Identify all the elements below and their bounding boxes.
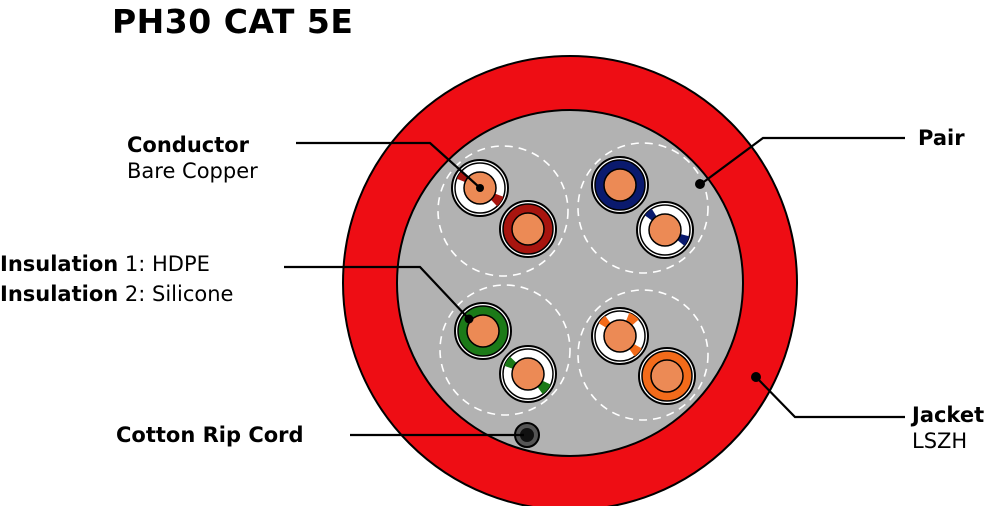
pair-boundary bbox=[577, 289, 709, 421]
dot-jacket bbox=[751, 372, 761, 382]
jacket-value: LSZH bbox=[912, 429, 968, 453]
pair-green bbox=[454, 302, 557, 403]
pair-boundary bbox=[439, 284, 571, 416]
dot-insulation bbox=[464, 314, 474, 324]
leader-pair bbox=[700, 136, 905, 185]
wire-brown bbox=[499, 200, 557, 258]
conductor-value: Bare Copper bbox=[127, 159, 258, 183]
jacket-label: Jacket LSZH bbox=[912, 402, 984, 454]
pair-boundary bbox=[577, 142, 709, 274]
jacket-name: Jacket bbox=[912, 403, 985, 427]
leader-lines bbox=[284, 136, 905, 437]
insulation-2-name: Insulation bbox=[0, 282, 119, 306]
pair-orange bbox=[591, 307, 696, 405]
pair-label: Pair bbox=[918, 126, 965, 150]
insulation-2-label: Insulation 2: Silicone bbox=[0, 281, 233, 307]
insulation-1-value: 1: HDPE bbox=[124, 252, 210, 276]
insulation-1-name: Insulation bbox=[0, 252, 119, 276]
dot-conductor bbox=[476, 184, 484, 192]
leader-jacket bbox=[755, 376, 905, 419]
conductor-label: Conductor Bare Copper bbox=[127, 132, 258, 184]
wire-white-orange bbox=[591, 307, 649, 365]
core bbox=[396, 109, 744, 457]
leader-conductor bbox=[296, 141, 480, 188]
wire-orange bbox=[638, 347, 696, 405]
wire-green bbox=[454, 302, 512, 360]
leader-insulation bbox=[284, 265, 469, 319]
dot-pair bbox=[695, 179, 705, 189]
insulation-2-value: 2: Silicone bbox=[124, 282, 234, 306]
leader-dots bbox=[464, 179, 761, 382]
insulation-1-label: Insulation 1: HDPE bbox=[0, 251, 210, 277]
rip-cord-label: Cotton Rip Cord bbox=[116, 423, 304, 447]
conductor-name: Conductor bbox=[127, 133, 250, 157]
diagram-title: PH30 CAT 5E bbox=[112, 2, 354, 41]
pair-boundaries bbox=[437, 142, 709, 421]
wire-blue bbox=[591, 156, 649, 214]
pair-boundary bbox=[437, 145, 569, 277]
